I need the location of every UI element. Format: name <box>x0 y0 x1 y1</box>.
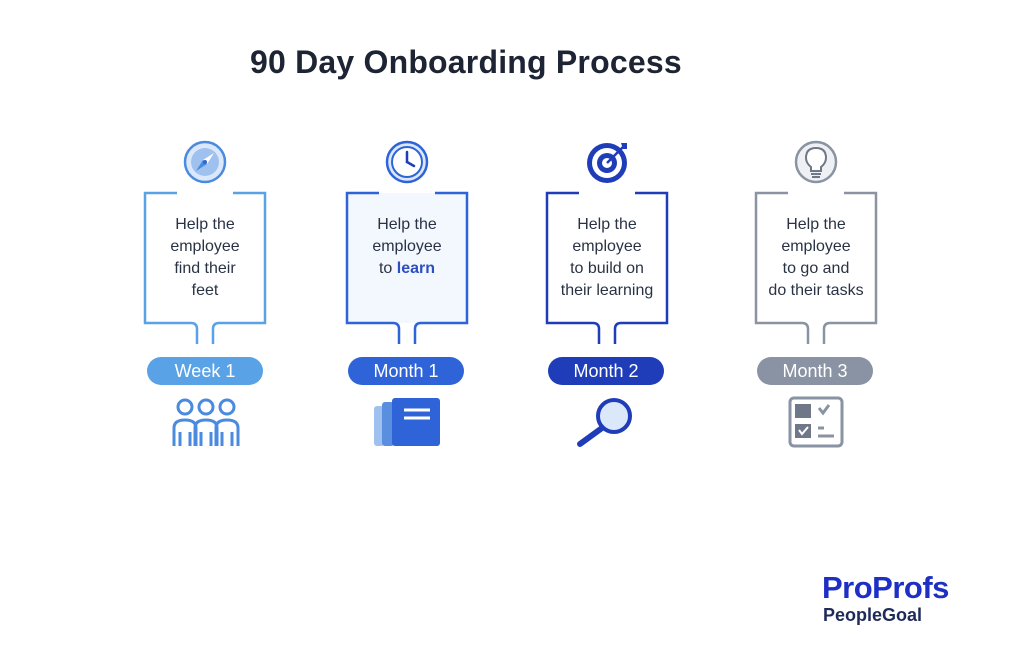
stage-2-label: Month 1 <box>348 357 464 385</box>
card-background <box>145 193 265 323</box>
brand-name: ProProfs <box>822 570 949 605</box>
stage-1-pin <box>176 133 234 191</box>
target-icon <box>587 143 627 183</box>
card-background <box>547 193 667 323</box>
card-frame <box>143 191 267 344</box>
card-background <box>347 193 467 323</box>
stage-2-description: Help the employee to learn <box>372 216 442 277</box>
clock-icon <box>385 140 429 184</box>
card-frame <box>545 191 669 344</box>
stage-1-label: Week 1 <box>147 357 263 385</box>
stage-3-description: Help the employee to build on their lear… <box>560 216 654 299</box>
page-title: 90 Day Onboarding Process <box>250 44 682 80</box>
lightbulb-icon <box>794 140 838 184</box>
magnifier-icon <box>577 398 632 447</box>
stage-2-pin <box>378 133 436 191</box>
checklist-icon <box>788 396 844 448</box>
books-icon <box>374 398 440 446</box>
stage-4-pin <box>787 133 845 191</box>
card-frame <box>754 191 878 344</box>
card-frame <box>345 191 469 344</box>
people-icon <box>172 398 240 446</box>
proprofs-logo: ProProfs PeopleGoal <box>822 572 949 626</box>
compass-icon <box>183 140 227 184</box>
stage-3-label: Month 2 <box>548 357 664 385</box>
stage-1-description: Help the employee find their feet <box>170 216 240 299</box>
brand-product: PeopleGoal <box>823 605 923 625</box>
stage-4-description: Help the employee to go and do their tas… <box>768 216 864 299</box>
stage-3-pin <box>578 133 636 191</box>
stage-4-label: Month 3 <box>757 357 873 385</box>
card-background <box>756 193 876 323</box>
